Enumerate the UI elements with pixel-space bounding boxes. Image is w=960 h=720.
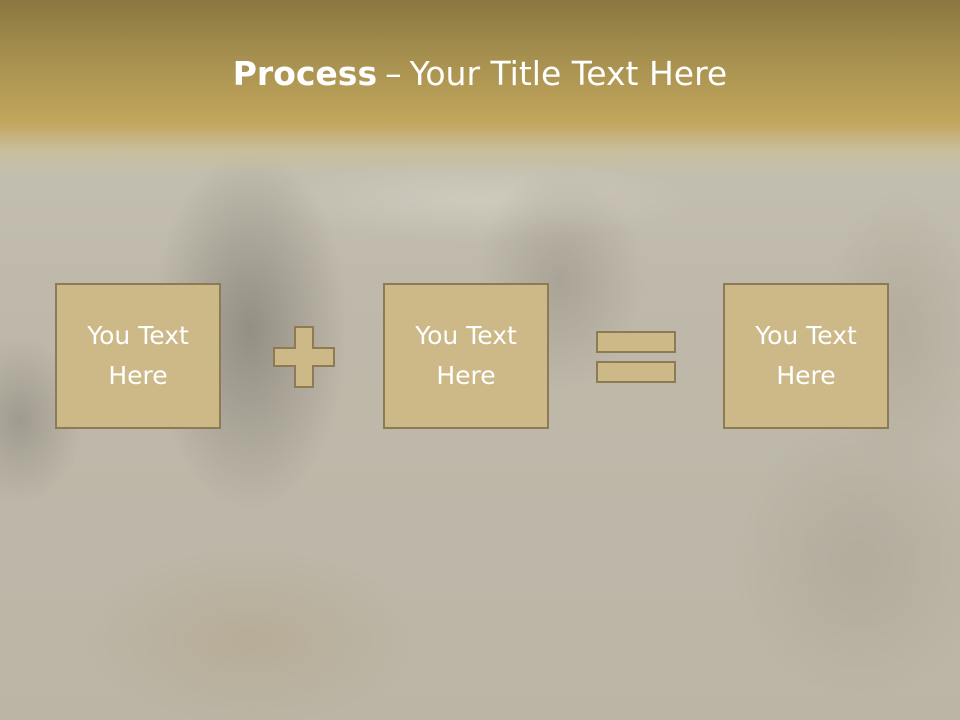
title-band — [0, 0, 960, 175]
equals-icon — [596, 331, 676, 383]
process-box-2[interactable]: You Text Here — [383, 283, 549, 429]
title-rest-part: Your Title Text Here — [409, 54, 728, 93]
process-box-3[interactable]: You Text Here — [723, 283, 889, 429]
process-box-1[interactable]: You Text Here — [55, 283, 221, 429]
title-dash: – — [385, 54, 402, 93]
process-box-2-text: You Text Here — [415, 321, 517, 390]
plus-icon — [273, 326, 335, 388]
title-bold-part: Process — [232, 54, 378, 93]
process-box-3-text: You Text Here — [755, 321, 857, 390]
slide-title[interactable]: Process–Your Title Text Here — [0, 52, 960, 96]
process-box-1-text: You Text Here — [87, 321, 189, 390]
